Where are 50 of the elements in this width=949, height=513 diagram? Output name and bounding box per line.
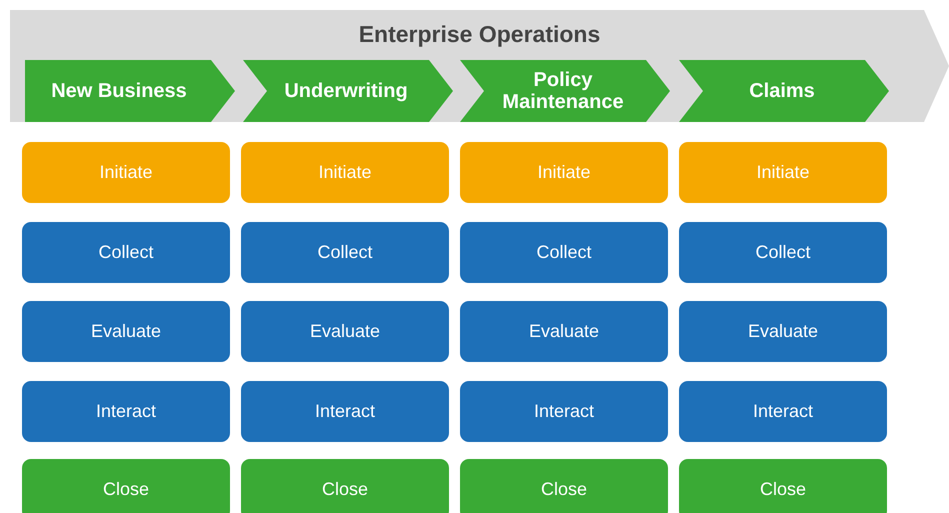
step-label: Close [102, 478, 150, 501]
step-box [679, 301, 887, 362]
step-box [22, 222, 230, 283]
step-label: Evaluate [90, 320, 162, 343]
step-label: Close [540, 478, 588, 501]
band-title: Enterprise Operations [358, 20, 602, 49]
step-box [679, 459, 887, 513]
step-box [679, 222, 887, 283]
step-box [241, 459, 449, 513]
stage-banner [25, 60, 235, 122]
stage-banner [460, 60, 670, 122]
step-box [241, 301, 449, 362]
step-label: Collect [316, 241, 374, 264]
step-box [22, 142, 230, 203]
step-label: Interact [314, 400, 376, 423]
step-label: Interact [752, 400, 814, 423]
step-label: Collect [535, 241, 593, 264]
step-box [241, 142, 449, 203]
stage-label: Policy Maintenance [501, 68, 625, 115]
stage-banner [243, 60, 453, 122]
step-box [460, 142, 668, 203]
step-box [460, 301, 668, 362]
step-box [22, 459, 230, 513]
step-label: Evaluate [528, 320, 600, 343]
step-label: Initiate [317, 161, 373, 184]
stage-label: Underwriting [283, 79, 409, 104]
step-box [241, 222, 449, 283]
step-label: Interact [532, 400, 596, 423]
step-label: Collect [97, 241, 155, 264]
step-box [22, 381, 230, 442]
stage-banner [679, 60, 889, 122]
heading-banner [10, 10, 949, 122]
step-label: Close [758, 478, 808, 501]
step-label: Initiate [536, 161, 592, 184]
step-label: Evaluate [308, 320, 382, 343]
stage-label: Claims [748, 79, 816, 104]
step-box [679, 142, 887, 203]
step-box [460, 381, 668, 442]
step-box [241, 381, 449, 442]
step-box [679, 381, 887, 442]
step-box [460, 459, 668, 513]
step-label: Interact [94, 400, 158, 423]
step-label: Evaluate [746, 320, 820, 343]
step-label: Collect [754, 241, 812, 264]
step-label: Initiate [755, 161, 811, 184]
step-box [22, 301, 230, 362]
step-label: Initiate [98, 161, 154, 184]
step-label: Close [320, 478, 370, 501]
step-box [460, 222, 668, 283]
stage-label: New Business [50, 79, 188, 104]
